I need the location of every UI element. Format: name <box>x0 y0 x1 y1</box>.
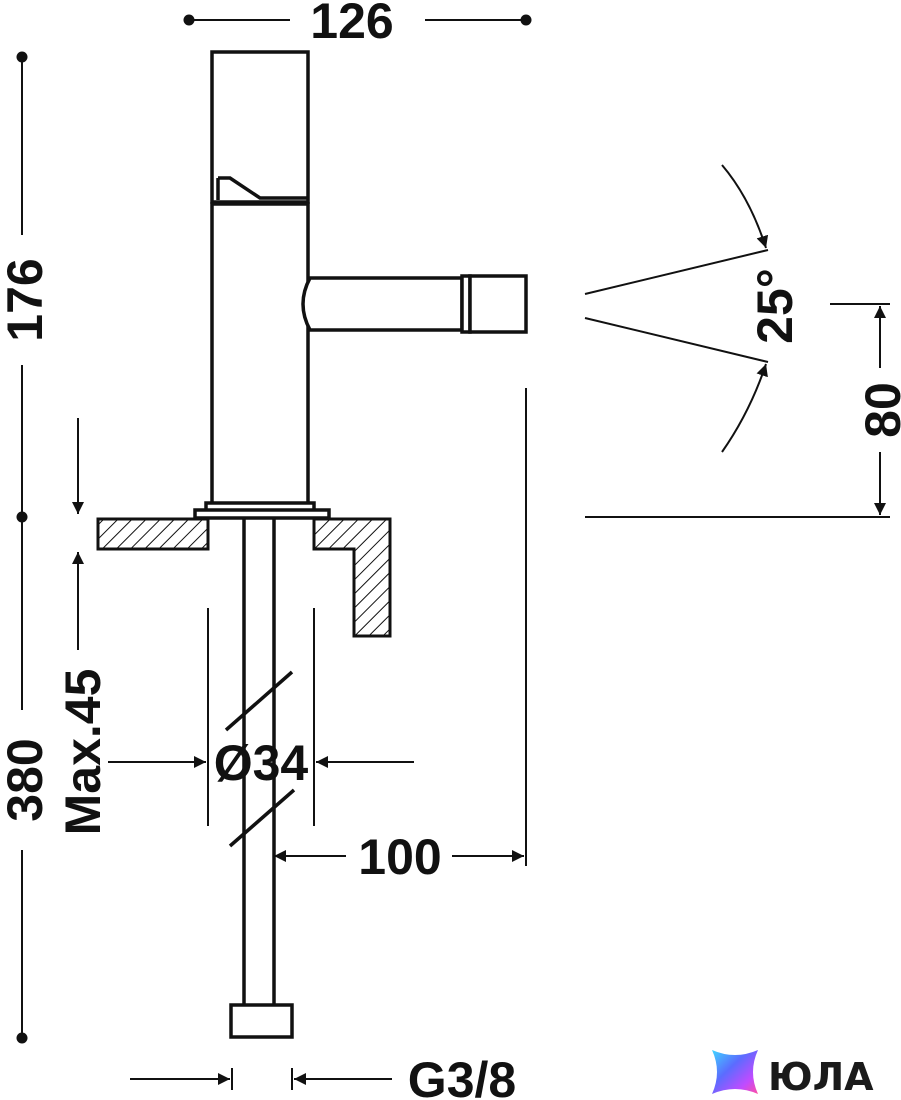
dimension-reach-100: 100 <box>274 388 527 885</box>
yula-logo: ЮЛА <box>712 1050 874 1099</box>
counter-top-section <box>96 517 392 638</box>
dimension-label-thread: G3/8 <box>408 1052 516 1100</box>
dimension-width-126: 126 <box>183 0 532 49</box>
yula-logo-text: ЮЛА <box>768 1055 874 1099</box>
supply-pipe <box>207 518 315 1039</box>
dimension-label-126: 126 <box>310 0 393 49</box>
dimension-max-thickness: Max.45 <box>55 418 111 835</box>
dimension-diameter-34: Ø34 <box>108 735 414 791</box>
dimension-label-80: 80 <box>855 382 901 438</box>
dimension-label-100: 100 <box>358 829 441 885</box>
dimension-label-diameter: Ø34 <box>214 735 309 791</box>
dimension-height-chain: 176 380 <box>0 51 53 1044</box>
faucet-body <box>193 50 528 520</box>
dimension-spray-angle: 25° <box>584 164 803 453</box>
dimension-label-176: 176 <box>0 258 53 341</box>
dimension-label-angle: 25° <box>747 268 803 344</box>
dimension-thread: G3/8 <box>130 1052 516 1100</box>
dimension-height-80: 80 <box>585 303 901 518</box>
dimension-label-380: 380 <box>0 738 53 821</box>
dimension-label-max45: Max.45 <box>55 669 111 836</box>
yula-logo-icon <box>712 1050 758 1094</box>
